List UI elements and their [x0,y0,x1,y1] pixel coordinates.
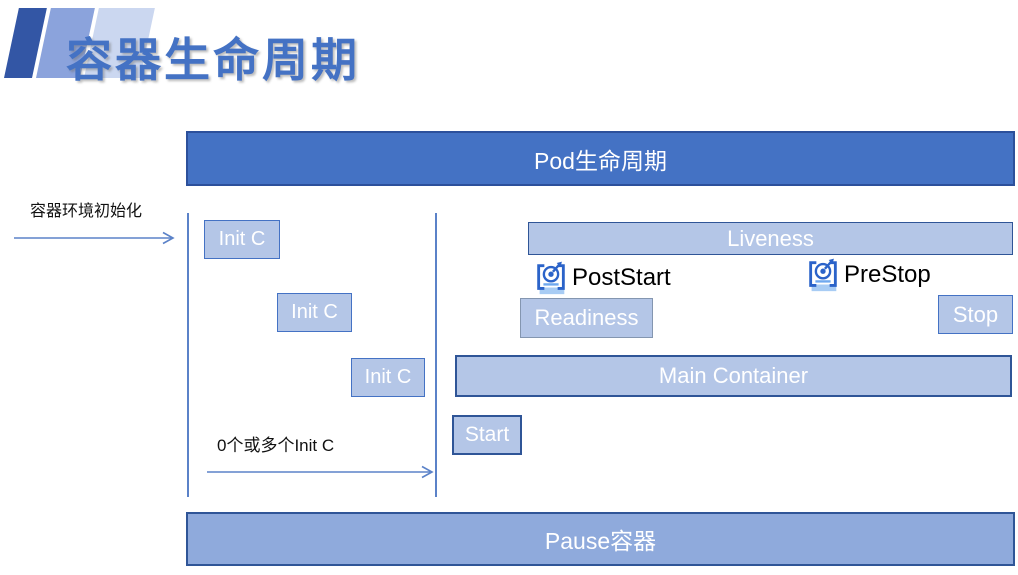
page-title: 容器生命周期 [66,34,360,86]
target-dart-icon [809,258,837,292]
start-label: Start [464,423,510,446]
pod-lifecycle-banner: Pod生命周期 [186,131,1015,186]
stop-box: Stop [938,295,1013,334]
init-container-box-2: Init C [277,293,352,332]
readiness-probe-box: Readiness [520,298,653,338]
stop-label: Stop [952,301,999,327]
readiness-label: Readiness [534,305,639,330]
poststart-label: PostStart [572,264,671,291]
poststart-hook: PostStart [532,258,671,298]
liveness-probe-bar: Liveness [528,222,1013,255]
target-dart-icon [537,261,565,295]
init-phase-left-rail [187,213,189,497]
pause-container-banner: Pause容器 [186,512,1015,566]
init-phase-right-rail [435,213,437,497]
prestop-hook: PreStop [804,255,931,295]
env-init-arrow [14,231,175,245]
init-container-label: Init C [291,301,338,323]
init-container-label: Init C [364,366,412,388]
init-container-box-3: Init C [351,358,425,397]
init-container-box-1: Init C [204,220,280,259]
main-container-label: Main Container [658,363,809,388]
init-count-note: 0个或多个Init C [217,436,335,455]
prestop-label: PreStop [844,261,931,288]
main-container-bar: Main Container [455,355,1012,397]
liveness-label: Liveness [727,225,814,251]
pause-container-banner-label: Pause容器 [544,528,657,554]
pod-lifecycle-banner-label: Pod生命周期 [534,147,667,174]
start-box: Start [452,415,522,455]
init-container-label: Init C [218,228,266,250]
env-init-label: 容器环境初始化 [30,203,143,220]
init-phase-arrow [207,465,434,479]
